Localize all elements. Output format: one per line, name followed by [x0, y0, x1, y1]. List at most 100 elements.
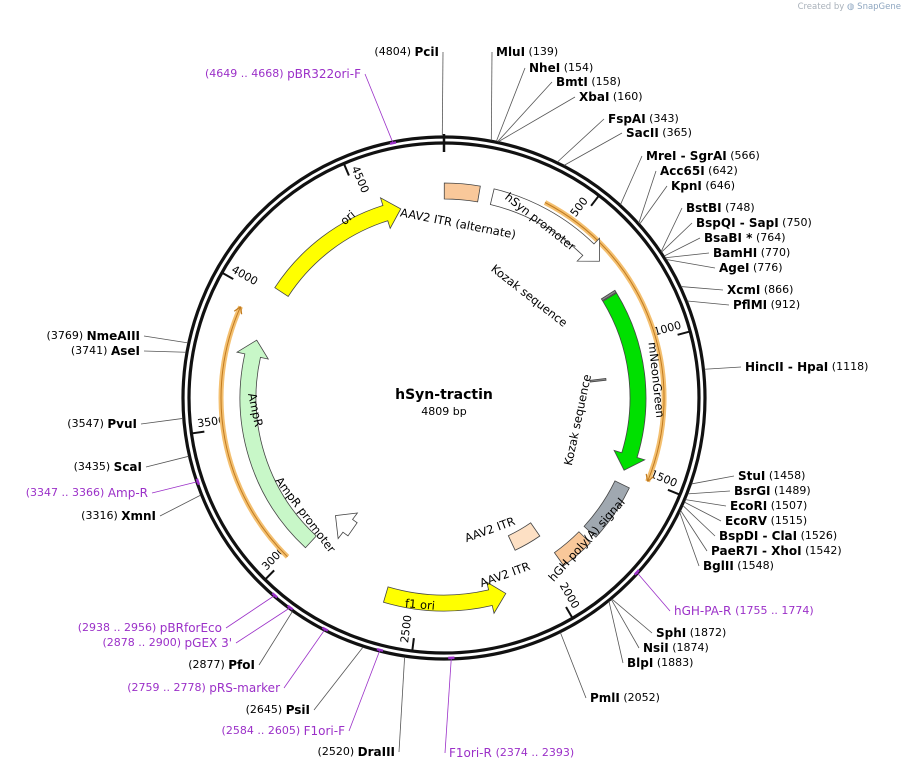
- enzyme-name: BstBI: [686, 201, 722, 215]
- enzyme-position: (642): [705, 164, 738, 177]
- enzyme-position: (2877): [188, 658, 228, 671]
- tick-mark: [343, 164, 350, 176]
- primer-name: pBR322ori-F: [287, 67, 361, 81]
- feature-mneongreen: [602, 292, 647, 471]
- enzyme-leader: [681, 286, 724, 291]
- enzyme-label: EcoRV (1515): [725, 514, 807, 528]
- enzyme-label: PflMI (912): [733, 298, 800, 312]
- enzyme-name: BlpI: [627, 656, 653, 670]
- enzyme-position: (158): [588, 75, 621, 88]
- credit-prefix: Created by: [797, 2, 845, 12]
- enzyme-leader: [620, 155, 643, 205]
- feature-f1-ori: [382, 581, 507, 615]
- enzyme-leader: [159, 494, 201, 517]
- enzyme-leader: [687, 300, 730, 306]
- enzyme-name: BsrGI: [734, 484, 771, 498]
- enzyme-leader: [498, 96, 576, 143]
- primer-leader: [348, 649, 381, 732]
- feature-hgh-poly-a-signal: [583, 480, 630, 538]
- enzyme-position: (1872): [686, 626, 726, 639]
- enzyme-label: HincII - HpaI (1118): [745, 360, 868, 374]
- enzyme-label: (4804) PciI: [374, 45, 439, 59]
- primer-mark: [376, 647, 384, 652]
- primer-mark: [271, 592, 278, 599]
- enzyme-label: SacII (365): [626, 126, 692, 140]
- tick-label: 4000: [229, 263, 260, 288]
- tick-label: 2000: [557, 580, 582, 611]
- tick-label: 3000: [259, 544, 288, 573]
- enzyme-label: KpnI (646): [671, 179, 735, 193]
- enzyme-label: BlpI (1883): [627, 656, 693, 670]
- primer-label: (2584 .. 2605) F1ori-F: [222, 724, 346, 738]
- enzyme-label: (2645) PsiI: [246, 703, 310, 717]
- enzyme-leader: [441, 51, 444, 137]
- enzyme-label: MreI - SgrAI (566): [646, 149, 760, 163]
- enzyme-position: (1515): [767, 514, 807, 527]
- enzyme-label: XbaI (160): [579, 90, 642, 104]
- enzyme-label: BsrGI (1489): [734, 484, 811, 498]
- enzyme-position: (1489): [771, 484, 811, 497]
- primer-name: F1ori-F: [304, 724, 345, 738]
- feature-label: AAV2 ITR: [478, 559, 532, 590]
- site-labels: MluI (139)NheI (154)BmtI (158)XbaI (160)…: [26, 45, 869, 760]
- feature-kozak-sequence-1: [600, 289, 617, 302]
- enzyme-label: EcoRI (1507): [730, 499, 807, 513]
- enzyme-name: BamHI: [713, 246, 757, 260]
- tick-label: 4500: [349, 164, 372, 195]
- enzyme-position: (770): [757, 246, 790, 259]
- primer-label: (2938 .. 2956) pBRforEco: [78, 621, 222, 635]
- primer-leader: [444, 657, 452, 754]
- enzyme-position: (1458): [765, 469, 805, 482]
- enzyme-leader: [665, 252, 710, 259]
- feature-label: AmpR: [245, 392, 266, 429]
- leader-lines: [140, 51, 742, 754]
- tick-mark: [265, 569, 275, 580]
- plasmid-length: 4809 bp: [421, 405, 466, 418]
- enzyme-position: (1874): [669, 641, 709, 654]
- tick-mark: [590, 195, 600, 207]
- enzyme-leader: [560, 632, 587, 699]
- enzyme-name: XbaI: [579, 90, 609, 104]
- enzyme-leader: [495, 67, 526, 142]
- enzyme-position: (4804): [374, 45, 414, 58]
- enzyme-name: BspDI - ClaI: [719, 529, 797, 543]
- enzyme-leader: [143, 350, 187, 353]
- feature-label: AAV2 ITR (alternate): [399, 205, 517, 241]
- enzyme-position: (646): [702, 179, 735, 192]
- backbone-ring: [181, 134, 707, 661]
- enzyme-name: Acc65I: [660, 164, 705, 178]
- enzyme-name: PvuI: [107, 417, 137, 431]
- primer-name: Amp-R: [108, 486, 148, 500]
- enzyme-label: XcmI (866): [727, 283, 793, 297]
- enzyme-label: (2877) PfoI: [188, 658, 255, 672]
- enzyme-leader: [490, 51, 493, 141]
- enzyme-name: AgeI: [719, 261, 749, 275]
- tick-mark: [667, 488, 680, 496]
- enzyme-label: BstBI (748): [686, 201, 755, 215]
- enzyme-name: NmeAIII: [87, 329, 140, 343]
- enzyme-leader: [687, 490, 731, 495]
- enzyme-label: SphI (1872): [656, 626, 726, 640]
- primer-label: (2878 .. 2900) pGEX 3': [102, 636, 232, 650]
- enzyme-name: MluI: [496, 45, 525, 59]
- enzyme-name: PaeR7I - XhoI: [711, 544, 802, 558]
- primer-mark: [321, 626, 329, 632]
- enzyme-label: NsiI (1874): [643, 641, 709, 655]
- tick-mark: [411, 637, 415, 651]
- primer-label: hGH-PA-R (1755 .. 1774): [674, 604, 814, 618]
- enzyme-name: PciI: [415, 45, 440, 59]
- primer-leader: [364, 73, 394, 144]
- enzyme-label: (3741) AseI: [71, 344, 140, 358]
- primer-leader: [636, 572, 671, 612]
- enzyme-name: HincII - HpaI: [745, 360, 828, 374]
- enzyme-leader: [685, 499, 727, 507]
- enzyme-label: BsaBI * (764): [704, 231, 786, 245]
- primer-label: (3347 .. 3366) Amp-R: [26, 486, 148, 500]
- tick-mark: [192, 430, 205, 435]
- enzyme-leader: [140, 418, 183, 425]
- enzyme-position: (154): [560, 61, 593, 74]
- plasmid-name: hSyn-tractin: [395, 387, 493, 403]
- enzyme-leader: [398, 656, 406, 753]
- enzyme-label: FspAI (343): [608, 112, 679, 126]
- enzyme-label: AgeI (776): [719, 261, 783, 275]
